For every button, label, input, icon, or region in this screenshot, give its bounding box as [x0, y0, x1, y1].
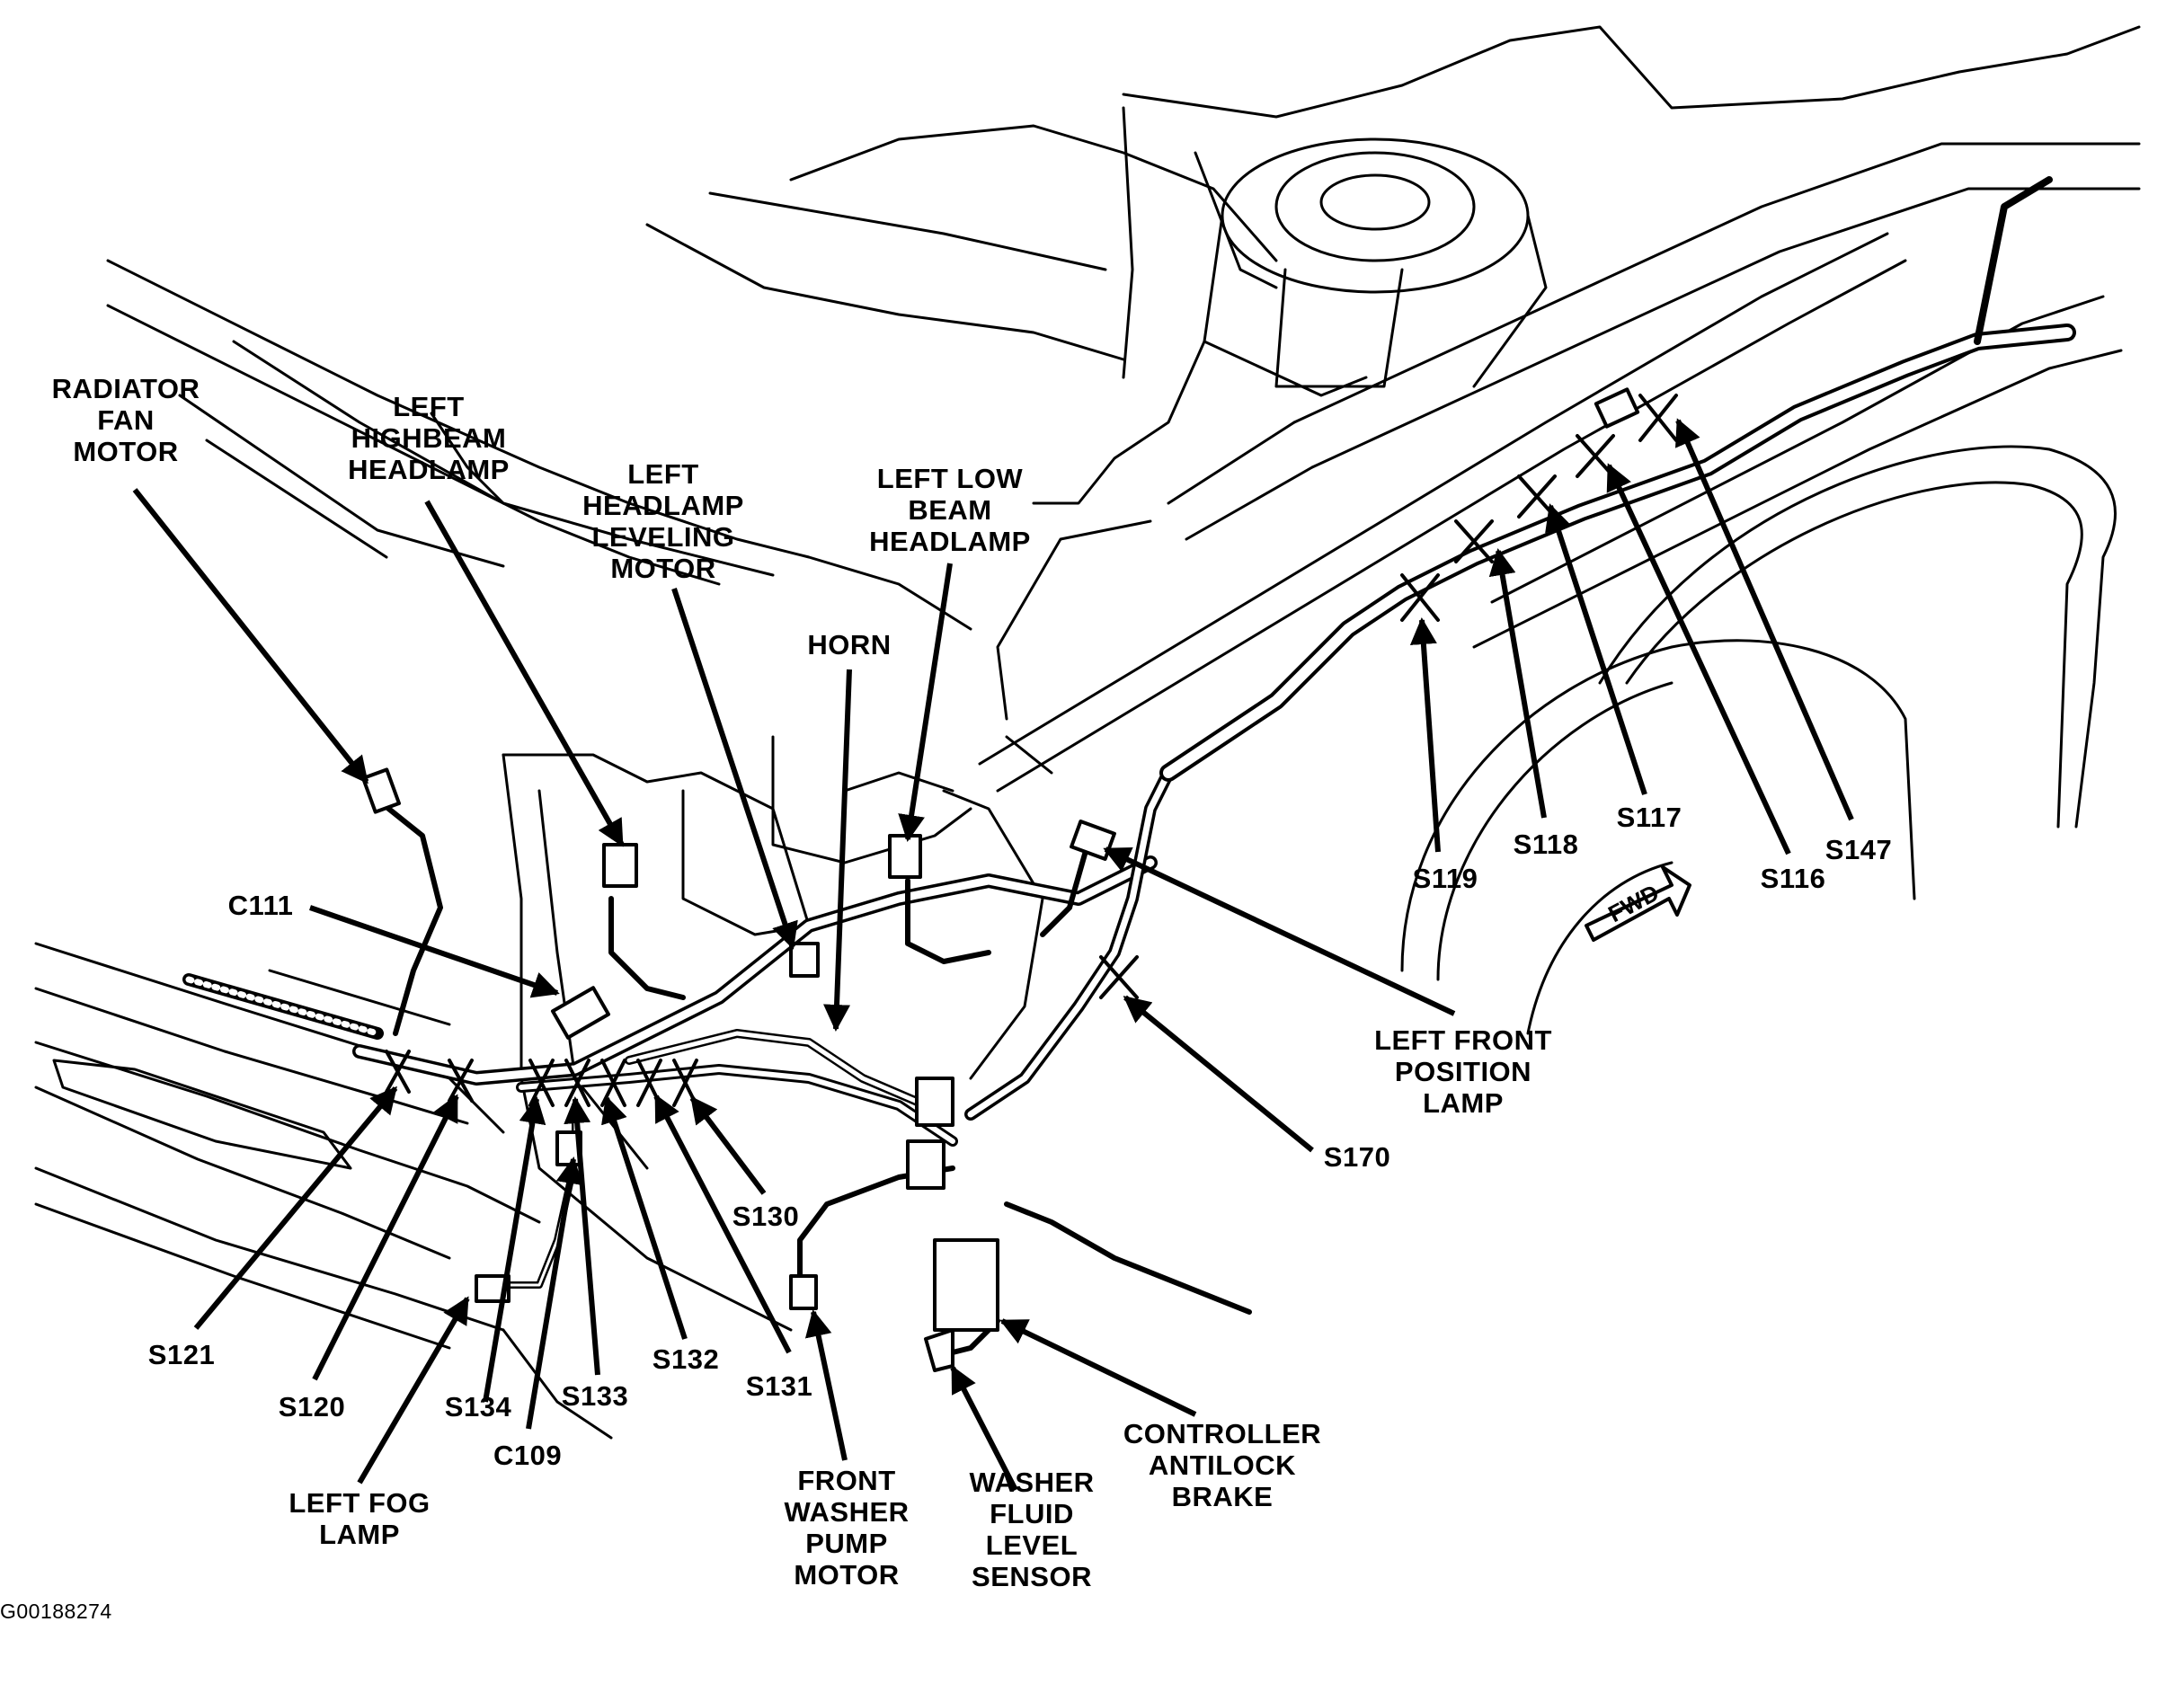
- label-s147: S147: [1825, 834, 1892, 865]
- label-line: MOTOR: [73, 436, 179, 467]
- label-line: HEADLAMP: [348, 454, 510, 485]
- label-line: S120: [278, 1391, 346, 1423]
- label-s116: S116: [1761, 863, 1826, 894]
- label-s133: S133: [562, 1380, 628, 1412]
- label-c111: C111: [228, 890, 294, 921]
- wiring-harness: [352, 176, 2076, 1372]
- label-c109: C109: [493, 1440, 562, 1471]
- label-line: LEFT FOG: [289, 1487, 431, 1519]
- label-line: S133: [561, 1380, 629, 1412]
- label-line: S119: [1412, 863, 1478, 894]
- splice-marks: [385, 394, 1678, 1107]
- label-line: LAMP: [319, 1519, 400, 1550]
- label-line: S130: [732, 1201, 800, 1232]
- fwd-arrow-icon: FWD: [1585, 865, 1691, 942]
- label-line: LEFT FRONT: [1374, 1024, 1552, 1056]
- label-line: BEAM: [908, 494, 992, 526]
- label-line: LEVEL: [985, 1529, 1079, 1561]
- label-s120: S120: [279, 1391, 345, 1423]
- label-line: ANTILOCK: [1148, 1449, 1297, 1481]
- label-line: S132: [652, 1343, 720, 1375]
- label-line: FAN: [97, 404, 155, 436]
- label-line: HEADLAMP: [582, 490, 744, 521]
- label-s121: S121: [148, 1339, 215, 1370]
- label-line: S121: [147, 1339, 216, 1370]
- label-line: HEADLAMP: [869, 526, 1031, 557]
- label-line: PUMP: [805, 1528, 888, 1559]
- label-s117: S117: [1617, 802, 1682, 833]
- label-line: MOTOR: [610, 553, 716, 584]
- label-s134: S134: [445, 1391, 511, 1423]
- label-line: FRONT: [797, 1465, 896, 1496]
- label-line: S134: [444, 1391, 512, 1423]
- label-line: FLUID: [990, 1498, 1074, 1529]
- label-line: S170: [1323, 1141, 1391, 1173]
- label-line: RADIATOR: [51, 373, 200, 404]
- label-line: LEFT: [393, 391, 465, 422]
- label-s119: S119: [1413, 863, 1478, 894]
- label-s131: S131: [746, 1370, 812, 1402]
- label-line: S118: [1513, 829, 1579, 860]
- label-line: BRAKE: [1171, 1481, 1274, 1512]
- label-line: LEFT: [627, 458, 699, 490]
- label-line: S116: [1760, 863, 1826, 894]
- label-line: C109: [493, 1440, 563, 1471]
- label-line: POSITION: [1394, 1056, 1532, 1087]
- label-s132: S132: [653, 1343, 719, 1375]
- label-line: C111: [227, 890, 294, 921]
- label-s170: S170: [1324, 1141, 1390, 1173]
- label-line: LAMP: [1423, 1087, 1504, 1119]
- label-horn: HORN: [807, 629, 891, 660]
- label-line: S147: [1824, 834, 1893, 865]
- label-s118: S118: [1514, 829, 1579, 860]
- label-line: SENSOR: [972, 1561, 1092, 1592]
- label-line: MOTOR: [794, 1559, 900, 1591]
- figure-id: G00188274: [0, 1600, 112, 1623]
- label-line: CONTROLLER: [1123, 1418, 1322, 1449]
- label-line: LEFT LOW: [876, 463, 1024, 494]
- label-line: WASHER: [969, 1467, 1095, 1498]
- label-line: S131: [745, 1370, 813, 1402]
- label-line: LEVELING: [591, 521, 735, 553]
- label-s130: S130: [732, 1201, 799, 1232]
- body-structure: [34, 25, 2141, 1440]
- leader-arrows: [132, 418, 1854, 1492]
- label-line: HORN: [807, 629, 892, 660]
- label-line: S117: [1616, 802, 1682, 833]
- fwd-label: FWD: [1603, 879, 1663, 927]
- label-line: HIGHBEAM: [351, 422, 507, 454]
- label-line: WASHER: [784, 1496, 910, 1528]
